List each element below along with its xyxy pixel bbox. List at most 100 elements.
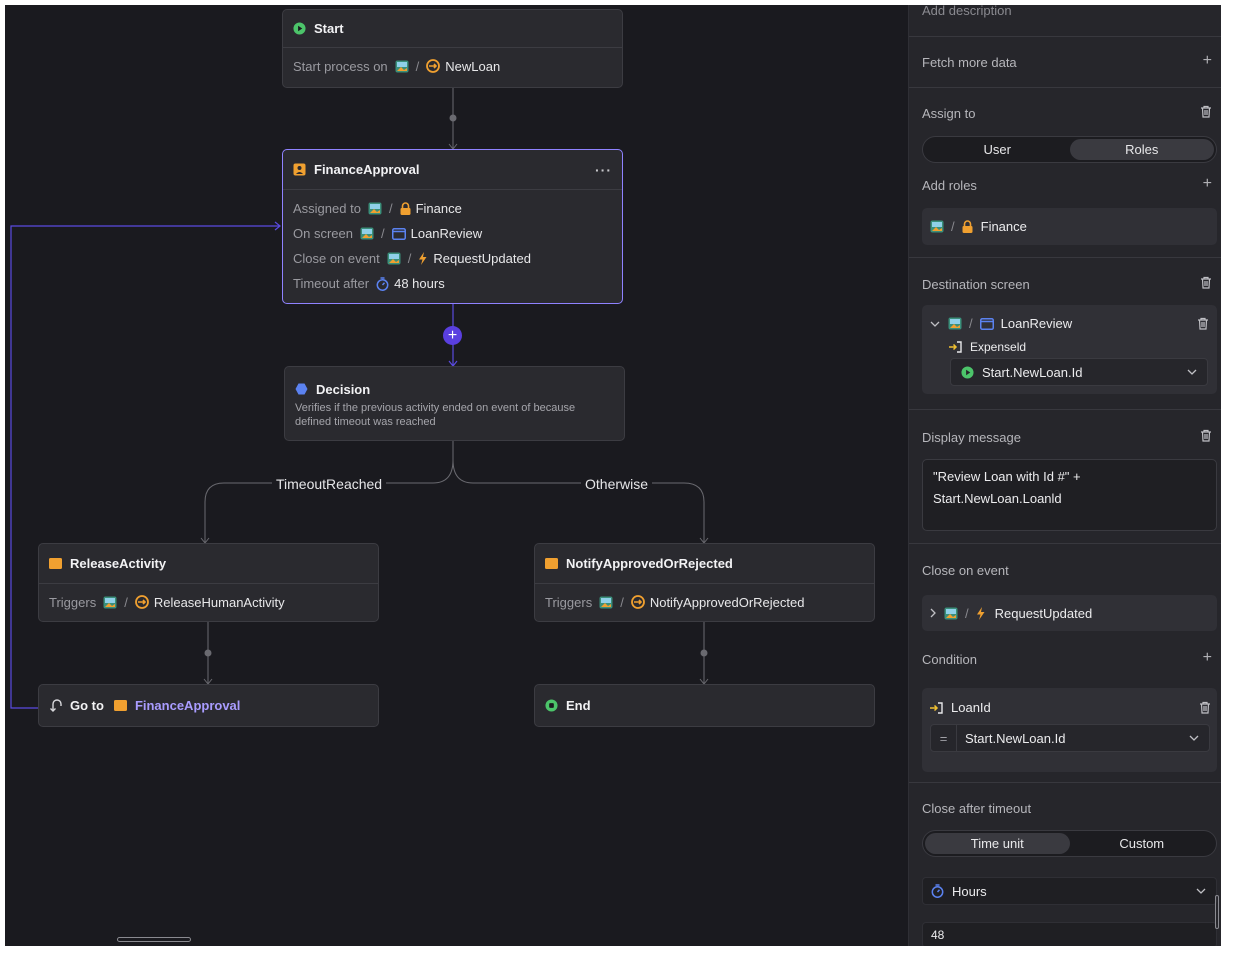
chevron-right-icon[interactable] bbox=[930, 608, 936, 618]
input-param-icon bbox=[949, 341, 962, 353]
app-image-icon bbox=[948, 317, 962, 330]
display-message-input[interactable]: "Review Loan with Id #" + Start.NewLoan.… bbox=[922, 459, 1217, 531]
path-separator: / bbox=[965, 605, 969, 621]
app-image-icon bbox=[395, 60, 409, 73]
start-process-value: NewLoan bbox=[445, 58, 501, 74]
close-event-card[interactable]: / RequestUpdated bbox=[922, 595, 1217, 631]
chevron-down-icon bbox=[1187, 369, 1197, 375]
timeout-after-label: Timeout after bbox=[293, 276, 370, 291]
chevron-down-icon bbox=[1196, 888, 1206, 894]
app-image-icon bbox=[368, 202, 382, 215]
decision-node[interactable]: Decision Verifies if the previous activi… bbox=[284, 366, 625, 441]
display-message-line-2: Start.NewLoan.Loanld bbox=[933, 491, 1062, 506]
close-event-value: RequestUpdated bbox=[994, 605, 1093, 621]
workflow-canvas[interactable]: + Start Start process on / NewLoan bbox=[5, 5, 908, 946]
delete-icon[interactable] bbox=[1200, 105, 1212, 123]
assigned-to-label: Assigned to bbox=[293, 201, 361, 216]
release-activity-node[interactable]: ReleaseActivity Triggers / ReleaseHumanA… bbox=[38, 543, 379, 622]
close-on-event-label: Close on event bbox=[293, 251, 380, 266]
path-separator: / bbox=[380, 226, 385, 241]
timeout-mode-toggle[interactable]: Time unit Custom bbox=[922, 830, 1217, 857]
add-condition-icon[interactable]: + bbox=[1202, 649, 1212, 666]
add-icon[interactable]: + bbox=[1202, 52, 1212, 69]
assign-to-section: Assign to User Roles Add roles + / Finan… bbox=[909, 87, 1221, 257]
delete-icon[interactable] bbox=[1200, 429, 1212, 447]
fetch-more-label: Fetch more data bbox=[922, 55, 1017, 70]
add-description-link[interactable]: Add description bbox=[922, 5, 1012, 18]
goto-target-link[interactable]: FinanceApproval bbox=[134, 698, 241, 713]
workflow-editor: + Start Start process on / NewLoan bbox=[5, 5, 1221, 946]
add-step-button[interactable]: + bbox=[443, 326, 462, 345]
on-screen-label: On screen bbox=[293, 226, 353, 241]
event-icon bbox=[630, 595, 645, 609]
path-separator: / bbox=[415, 58, 420, 74]
event-icon bbox=[426, 59, 441, 73]
lock-icon bbox=[400, 202, 411, 215]
notify-node[interactable]: NotifyApprovedOrRejected Triggers / Noti… bbox=[534, 543, 875, 622]
start-process-label: Start process on bbox=[293, 58, 388, 74]
start-node[interactable]: Start Start process on / NewLoan bbox=[282, 9, 623, 88]
more-options-icon[interactable]: ··· bbox=[595, 161, 612, 178]
screen-icon bbox=[391, 227, 406, 240]
app-image-icon bbox=[360, 227, 374, 240]
condition-operator[interactable]: = bbox=[931, 725, 957, 751]
role-card[interactable]: / Finance bbox=[922, 208, 1217, 245]
delete-icon[interactable] bbox=[1200, 276, 1212, 294]
condition-value-select[interactable]: = Start.NewLoan.Id bbox=[930, 724, 1210, 752]
assign-to-title: Assign to bbox=[922, 106, 976, 121]
triggers-label: Triggers bbox=[49, 594, 97, 610]
canvas-scrollbar[interactable] bbox=[117, 937, 191, 942]
timeout-amount-input[interactable]: 48 bbox=[922, 922, 1217, 946]
app-image-icon bbox=[930, 220, 944, 233]
decision-title: Decision bbox=[316, 381, 371, 397]
add-role-icon[interactable]: + bbox=[1202, 175, 1212, 192]
condition-card: LoanId = Start.NewLoan.Id bbox=[922, 688, 1217, 772]
connector-dot bbox=[700, 649, 708, 657]
destination-param-name: Expenseld bbox=[970, 340, 1027, 354]
end-node[interactable]: End bbox=[534, 684, 875, 727]
chevron-down-icon[interactable] bbox=[930, 321, 940, 327]
release-node-title: ReleaseActivity bbox=[70, 556, 167, 571]
delete-icon[interactable] bbox=[1197, 317, 1209, 330]
timeout-unit-select[interactable]: Hours bbox=[922, 877, 1217, 905]
add-roles-label: Add roles bbox=[922, 178, 977, 193]
close-on-event-value: RequestUpdated bbox=[433, 251, 531, 266]
assign-roles-option[interactable]: Roles bbox=[1069, 139, 1214, 160]
activity-square-icon bbox=[113, 700, 127, 711]
condition-value: Start.NewLoan.Id bbox=[965, 730, 1066, 746]
triggers-label: Triggers bbox=[545, 594, 593, 610]
edge-label-timeout: TimeoutReached bbox=[272, 476, 387, 492]
app-image-icon bbox=[387, 252, 401, 265]
panel-scrollbar[interactable] bbox=[1215, 895, 1219, 929]
decision-hexagon-icon bbox=[295, 383, 308, 395]
path-separator: / bbox=[124, 594, 128, 610]
path-separator: / bbox=[969, 316, 973, 331]
destination-param-select[interactable]: Start.NewLoan.Id bbox=[950, 358, 1208, 386]
role-value: Finance bbox=[980, 219, 1027, 234]
assign-type-toggle[interactable]: User Roles bbox=[922, 136, 1217, 163]
finance-approval-node[interactable]: FinanceApproval ··· Assigned to / Financ… bbox=[282, 149, 623, 304]
human-activity-icon bbox=[293, 163, 306, 176]
play-circle-icon bbox=[293, 22, 306, 35]
edge-label-otherwise: Otherwise bbox=[581, 476, 653, 492]
display-message-section: Display message "Review Loan with Id #" … bbox=[909, 409, 1221, 543]
connector-lines bbox=[10, 88, 709, 709]
condition-field-name: LoanId bbox=[951, 700, 991, 715]
lock-icon bbox=[962, 220, 973, 233]
goto-label: Go to bbox=[70, 698, 104, 713]
path-separator: / bbox=[407, 251, 412, 266]
custom-option[interactable]: Custom bbox=[1119, 836, 1165, 851]
timeout-unit-value: Hours bbox=[952, 883, 987, 899]
stop-circle-icon bbox=[545, 699, 558, 712]
notify-trigger-value: NotifyApprovedOrRejected bbox=[649, 594, 805, 610]
assign-user-option[interactable]: User bbox=[983, 142, 1011, 157]
goto-node[interactable]: Go to FinanceApproval bbox=[38, 684, 379, 727]
destination-title: Destination screen bbox=[922, 277, 1030, 292]
time-unit-option[interactable]: Time unit bbox=[925, 833, 1070, 854]
play-circle-icon bbox=[961, 365, 974, 379]
chevron-down-icon bbox=[1189, 735, 1199, 741]
path-separator: / bbox=[388, 201, 393, 216]
lightning-icon bbox=[976, 606, 985, 620]
app-image-icon bbox=[599, 596, 613, 609]
delete-icon[interactable] bbox=[1199, 701, 1211, 714]
